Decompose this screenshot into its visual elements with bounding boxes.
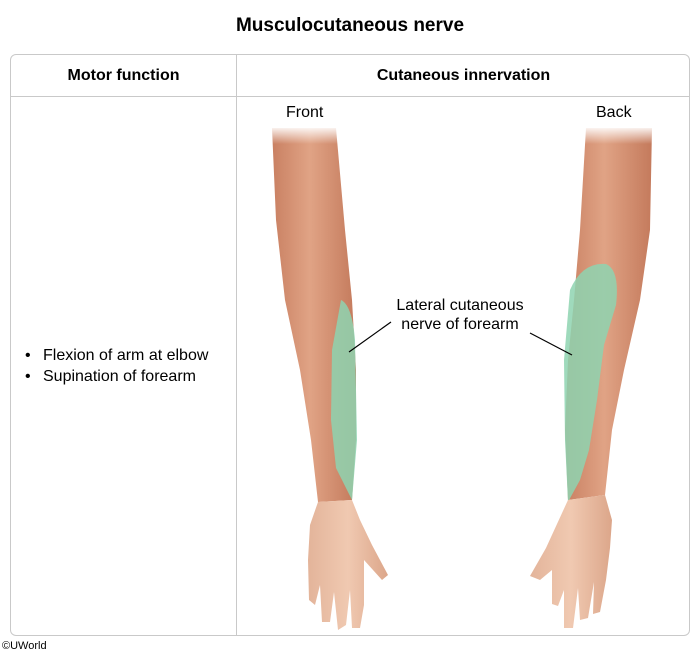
motor-function-list: •Flexion of arm at elbow •Supination of …	[25, 345, 208, 387]
list-item: •Supination of forearm	[25, 368, 196, 385]
nerve-label-line-2: nerve of forearm	[401, 316, 519, 333]
motor-function-2: Supination of forearm	[43, 368, 196, 385]
back-label: Back	[596, 104, 632, 121]
table-frame: Motor function Cutaneous innervation •Fl…	[10, 54, 690, 636]
nerve-label-line-1: Lateral cutaneous	[396, 297, 524, 314]
front-nerve-region	[331, 300, 357, 500]
cutaneous-innervation-header: Cutaneous innervation	[236, 55, 689, 97]
front-hand	[308, 500, 388, 630]
nerve-label: Lateral cutaneous nerve of forearm	[380, 296, 540, 334]
figure-title: Musculocutaneous nerve	[235, 15, 465, 36]
back-hand	[530, 495, 612, 628]
list-item: •Flexion of arm at elbow	[25, 347, 209, 364]
motor-function-1: Flexion of arm at elbow	[43, 347, 209, 364]
column-divider	[236, 55, 237, 635]
back-nerve-region	[564, 263, 617, 502]
front-arm	[265, 126, 388, 630]
front-label: Front	[286, 104, 324, 121]
motor-function-header: Motor function	[11, 55, 236, 97]
copyright: ©UWorld	[2, 640, 47, 652]
back-arm	[530, 126, 660, 628]
leader-line-back	[529, 332, 573, 356]
leader-line-front	[348, 321, 392, 353]
